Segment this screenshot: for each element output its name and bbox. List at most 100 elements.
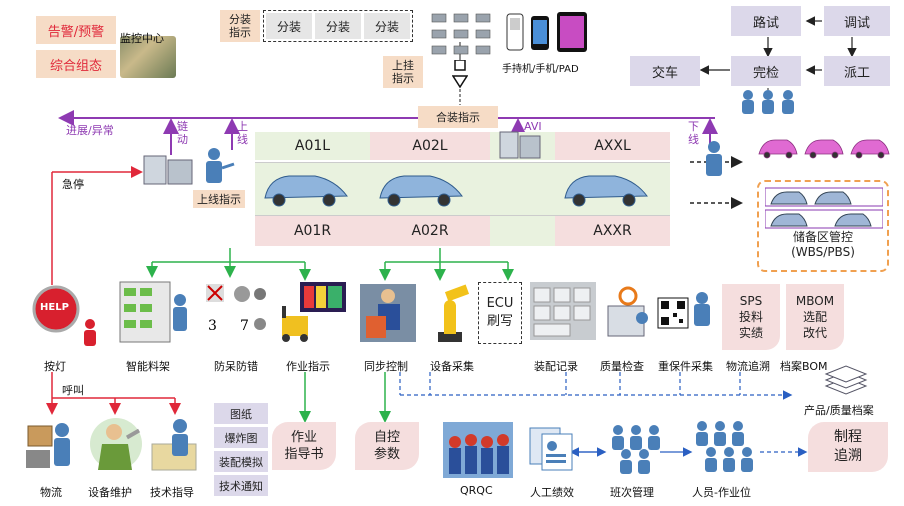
chain-label: 链动 <box>177 120 188 146</box>
staff-label: 人员-作业位 <box>692 486 751 499</box>
station-top: A01L <box>255 132 370 160</box>
doc-item: 爆炸图 <box>213 426 269 449</box>
andon-label: 按灯 <box>44 360 66 373</box>
split-cell: 分装 <box>315 13 361 39</box>
doc-item-label: 图纸 <box>230 407 252 421</box>
online-instr-box: 上线指示 <box>193 190 245 208</box>
handheld-devices-icon <box>506 12 587 52</box>
doc-item-label: 技术通知 <box>219 479 263 493</box>
station-label: AXXL <box>594 138 631 154</box>
ecu-flash-label: ECU 刷写 <box>486 296 514 329</box>
online-hang-box: 上挂指示 <box>383 56 423 88</box>
controller-icon <box>143 155 193 185</box>
alarm-label: 告警/预警 <box>47 24 105 40</box>
split-cell-label: 分装 <box>374 19 399 34</box>
mbom-box: MBOM 选配 改代 <box>786 284 844 350</box>
fixture-icons <box>431 13 491 55</box>
call-label: 呼叫 <box>62 384 84 397</box>
doc-item-label: 装配模拟 <box>219 455 263 469</box>
deliver-label: 交车 <box>651 65 678 81</box>
deliver-box: 交车 <box>630 56 700 86</box>
split-cell: 分装 <box>364 13 410 39</box>
svg-text:3: 3 <box>208 318 217 334</box>
doc-stack: 图纸 爆炸图 装配模拟 技术通知 <box>213 402 269 498</box>
work-instr-label: 作业指示 <box>286 360 330 373</box>
station-bottom: AXXR <box>555 216 670 246</box>
handheld-label: 手持机/手机/PAD <box>502 64 579 75</box>
archive-bom-label: 档案BOM <box>780 360 828 373</box>
self-control-params-box: 自控 参数 <box>355 422 419 470</box>
maint-label: 设备维护 <box>88 486 132 499</box>
process-trace-box: 制程 追溯 <box>808 422 888 472</box>
quality-check-label: 质量检查 <box>600 360 644 373</box>
svg-text:7: 7 <box>240 318 249 334</box>
self-control-params-label: 自控 参数 <box>373 430 400 462</box>
help-button-icon <box>32 285 80 333</box>
split-cell-label: 分装 <box>276 19 301 34</box>
shift-icon <box>612 425 660 474</box>
logistics-label: 物流 <box>40 486 62 499</box>
qrqc-label: QRQC <box>460 484 493 497</box>
work-instr-icon <box>282 282 346 342</box>
staff-icon <box>696 421 753 472</box>
station-label: AXXR <box>593 223 632 239</box>
archive-stack-icon <box>824 365 868 395</box>
worker-icon <box>84 319 96 346</box>
alarm-box: 告警/预警 <box>36 16 116 44</box>
down-triangle-icon <box>452 60 468 88</box>
assembly-instr-box: 合装指示 <box>418 106 498 128</box>
storage-label: 储备区管控 (WBS/PBS) <box>791 230 855 259</box>
final-check-label: 完检 <box>752 65 779 81</box>
archive-label: 产品/质量档案 <box>804 404 874 417</box>
dispatch-label: 派工 <box>843 65 870 81</box>
station-label: A01L <box>294 138 331 154</box>
offline-operator-icon <box>706 141 722 176</box>
split-cell: 分装 <box>266 13 312 39</box>
road-test-label: 路试 <box>752 15 779 31</box>
finished-cars-icon <box>758 139 890 159</box>
keyboard-icon <box>530 282 596 340</box>
maintenance-icon <box>90 418 142 470</box>
buffer-cars-icon <box>765 187 883 229</box>
ecu-flash-box: ECU 刷写 <box>478 282 522 344</box>
sps-box: SPS 投料 实绩 <box>722 284 780 350</box>
smart-rack-label: 智能料架 <box>126 360 170 373</box>
storage-area: 储备区管控 (WBS/PBS) <box>757 180 889 272</box>
station-label: A02R <box>411 223 449 239</box>
avi-controller-icon <box>499 131 541 159</box>
smart-rack-icon <box>119 281 187 343</box>
assembly-record-label: 装配记录 <box>534 360 578 373</box>
logistics-icon <box>26 423 70 468</box>
config-label: 综合组态 <box>49 58 102 74</box>
road-test-box: 路试 <box>731 6 801 36</box>
station-bottom: A02R <box>370 216 490 246</box>
debug-label: 调试 <box>843 15 870 31</box>
station-top: A02L <box>370 132 490 160</box>
shift-label: 班次管理 <box>610 486 654 499</box>
avi-label: AVI <box>524 120 542 133</box>
tech-guide-label: 技术指导 <box>150 486 194 499</box>
config-box: 综合组态 <box>36 50 116 78</box>
station-bottom: A01R <box>255 216 370 246</box>
online-instr-label: 上线指示 <box>197 193 241 206</box>
quality-check-icon <box>607 286 648 337</box>
station-label: A01R <box>293 223 332 239</box>
work-guide-label: 作业 指导书 <box>284 430 324 462</box>
doc-item: 技术通知 <box>213 474 269 497</box>
qr-code-icon <box>657 292 710 329</box>
mbom-label: MBOM 选配 改代 <box>795 294 835 340</box>
debug-box: 调试 <box>824 6 890 36</box>
work-guide-box: 作业 指导书 <box>272 422 336 470</box>
assembly-instr-label: 合装指示 <box>436 111 480 124</box>
car-bodies-icon <box>264 175 648 207</box>
performance-icon <box>529 427 573 471</box>
estop-label: 急停 <box>62 178 84 191</box>
station-bottom-gap <box>490 216 555 246</box>
equip-collect-label: 设备采集 <box>430 360 474 373</box>
process-trace-label: 制程 追溯 <box>834 429 862 464</box>
doc-item: 图纸 <box>213 402 269 425</box>
sync-control-icon <box>360 284 416 342</box>
key-parts-label: 重保件采集 <box>658 360 713 373</box>
